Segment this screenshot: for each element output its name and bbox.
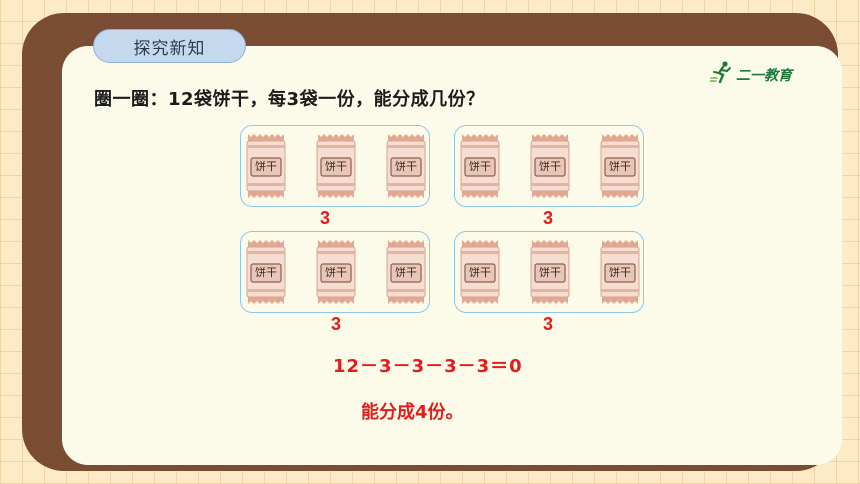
group-count-label: 3 [543,314,554,334]
cookie-bag-icon: 饼干 [460,134,500,198]
cookie-label: 饼干 [609,266,631,279]
cookie-label: 饼干 [325,266,347,279]
cookie-group: 饼干 饼干 饼干 [240,125,430,207]
cookie-bag-icon: 饼干 [316,134,356,198]
brand-logo: 二一教育 [710,60,810,86]
cookie-label: 饼干 [539,160,561,173]
cookie-label: 饼干 [325,160,347,173]
cookie-label: 饼干 [609,160,631,173]
cookie-label: 饼干 [469,266,491,279]
group-count-label: 3 [543,208,554,228]
cookie-bag-icon: 饼干 [530,134,570,198]
cookie-bag-icon: 饼干 [460,240,500,304]
cookie-bag-icon: 饼干 [530,240,570,304]
cookie-bag-icon: 饼干 [246,134,286,198]
cookie-label: 饼干 [255,160,277,173]
content-panel [62,46,842,465]
cookie-bag-icon: 饼干 [600,134,640,198]
cookie-bag-icon: 饼干 [386,134,426,198]
cookie-group: 饼干 饼干 饼干 [240,231,430,313]
cookie-group: 饼干 饼干 饼干 [454,231,644,313]
frame-board [22,13,842,471]
runner-icon [710,61,731,84]
cookie-bag-icon: 饼干 [600,240,640,304]
logo-text: 二一教育 [736,68,792,84]
answer-text: 能分成4份。 [361,402,464,423]
subtraction-equation: 12－3－3－3－3＝0 [333,356,523,377]
group-count-label: 3 [331,314,342,334]
cookie-label: 饼干 [469,160,491,173]
cookie-group: 饼干 饼干 饼干 [454,125,644,207]
cookie-bag-icon: 饼干 [246,240,286,304]
group-count-label: 3 [320,208,331,228]
question-text: 圈一圈：12袋饼干，每3袋一份，能分成几份？ [94,89,485,110]
cookie-bag-icon: 饼干 [386,240,426,304]
cookie-label: 饼干 [539,266,561,279]
cookie-label: 饼干 [395,266,417,279]
section-tag: 探究新知 [93,29,246,63]
cookie-label: 饼干 [255,266,277,279]
cookie-bag-icon: 饼干 [316,240,356,304]
cookie-label: 饼干 [395,160,417,173]
